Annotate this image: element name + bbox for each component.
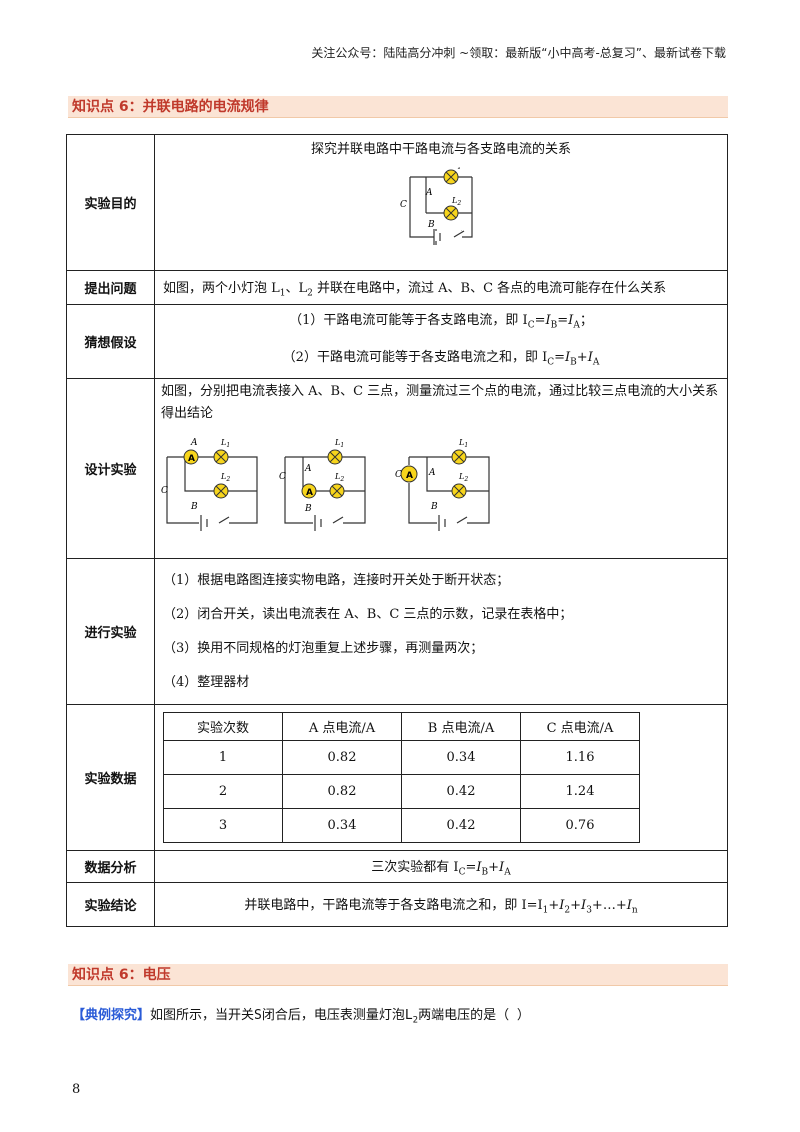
example-text-end: 两端电压的是（ ）: [418, 1008, 530, 1023]
label-point-b: B: [190, 502, 198, 512]
data-table: 实验次数 A 点电流/A B 点电流/A C 点电流/A 1 0.82 0.34…: [163, 712, 640, 843]
hypothesis-cell: （1）干路电流可能等于各支路电流，即 IC=IB=IA； （2）干路电流可能等于…: [154, 304, 728, 379]
section-title-voltage: 知识点 6：电压: [68, 964, 728, 986]
example-tag: 【典例探究】: [72, 1008, 151, 1023]
ammeter-icon: A: [188, 454, 195, 464]
label-l1: L1: [458, 438, 468, 449]
circuit-ammeter-at-a: A A L1 L2 B C: [161, 438, 258, 531]
row-label-question: 提出问题: [66, 270, 155, 305]
label-l2: L2: [451, 196, 461, 207]
label-point-a: A: [304, 464, 312, 474]
table-cell: 0.42: [401, 808, 521, 843]
table-cell: 3: [163, 808, 283, 843]
table-cell: 1.24: [520, 774, 640, 809]
table-cell: 1: [163, 740, 283, 775]
procedure-cell: （1）根据电路图连接实物电路，连接时开关处于断开状态； （2）闭合开关，读出电流…: [154, 558, 728, 705]
table-cell: 2: [163, 774, 283, 809]
circuit-ammeter-at-c: A A L1 L2 B C: [395, 438, 490, 531]
label-l2: L2: [334, 472, 344, 483]
data-cell: 实验次数 A 点电流/A B 点电流/A C 点电流/A 1 0.82 0.34…: [154, 704, 728, 851]
procedure-step: （1）根据电路图连接实物电路，连接时开关处于断开状态；: [163, 572, 510, 588]
table-cell: 0.34: [282, 808, 402, 843]
example-question: 【典例探究】如图所示，当开关S闭合后，电压表测量灯泡L2两端电压的是（ ）: [72, 1004, 530, 1026]
hypothesis-1: （1）干路电流可能等于各支路电流，即 IC=IB=IA；: [289, 312, 593, 331]
column-header: 实验次数: [163, 712, 283, 741]
label-point-a: A: [425, 188, 433, 198]
hypothesis-2: （2）干路电流可能等于各支路电流之和，即 IC=IB+IA: [282, 349, 600, 368]
ammeter-icon: A: [406, 471, 413, 481]
table-row: 2 0.82 0.42 1.24: [163, 774, 640, 809]
row-label-conclusion: 实验结论: [66, 882, 155, 927]
analysis-text: 三次实验都有 IC=IB+IA: [154, 850, 728, 883]
page-number: 8: [72, 1082, 81, 1097]
label-l2: L2: [458, 472, 468, 483]
label-point-b: B: [430, 502, 438, 512]
procedure-step: （3）换用不同规格的灯泡重复上述步骤，再测量两次；: [163, 640, 484, 656]
example-text: 如图所示，当开关S闭合后，电压表测量灯泡L: [150, 1008, 413, 1023]
label-l1: L1: [220, 438, 230, 449]
label-point-b: B: [304, 504, 312, 514]
question-text: 如图，两个小灯泡 L1、L2 并联在电路中，流过 A、B、C 各点的电流可能存在…: [154, 270, 728, 305]
label-point-c: C: [161, 486, 168, 496]
table-cell: 0.76: [520, 808, 640, 843]
label-point-c: C: [400, 200, 407, 210]
design-cell: 如图，分别把电流表接入 A、B、C 三点，测量流过三个点的电流，通过比较三点电流…: [154, 378, 728, 559]
procedure-step: （4）整理器材: [163, 674, 250, 690]
circuit-diagram-basic: L1 L2 A B C: [400, 160, 473, 245]
row-label-procedure: 进行实验: [66, 558, 155, 705]
conclusion-text: 并联电路中，干路电流等于各支路电流之和，即 I=I1+I2+I3+…+In: [154, 882, 728, 927]
table-cell: 0.34: [401, 740, 521, 775]
purpose-text: 探究并联电路中干路电流与各支路电流的关系: [310, 142, 571, 157]
label-point-a: A: [190, 438, 198, 448]
table-cell: 0.82: [282, 740, 402, 775]
label-l2: L2: [220, 472, 230, 483]
ammeter-icon: A: [306, 488, 313, 498]
section-title-current: 知识点 6：并联电路的电流规律: [68, 96, 728, 118]
label-point-a: A: [428, 468, 436, 478]
table-header-row: 实验次数 A 点电流/A B 点电流/A C 点电流/A: [163, 712, 640, 741]
example-sub: 2: [412, 1015, 419, 1026]
row-label-analysis: 数据分析: [66, 850, 155, 883]
label-point-c: C: [395, 470, 402, 480]
row-label-hypothesis: 猜想假设: [66, 304, 155, 379]
row-label-purpose: 实验目的: [66, 134, 155, 271]
label-point-b: B: [427, 220, 435, 230]
design-text: 如图，分别把电流表接入 A、B、C 三点，测量流过三个点的电流，通过比较三点电流…: [161, 384, 719, 421]
table-cell: 0.82: [282, 774, 402, 809]
label-l1: L1: [334, 438, 344, 449]
table-row: 3 0.34 0.42 0.76: [163, 808, 640, 843]
label-point-c: C: [279, 472, 286, 482]
circuit-diagrams-ammeters: A A L1 L2 B C: [161, 438, 490, 531]
column-header: B 点电流/A: [401, 712, 521, 741]
column-header: A 点电流/A: [282, 712, 402, 741]
row-label-data: 实验数据: [66, 704, 155, 851]
experiment-table: 实验目的 探究并联电路中干路电流与各支路电流的关系: [66, 134, 728, 927]
table-cell: 1.16: [520, 740, 640, 775]
column-header: C 点电流/A: [520, 712, 640, 741]
purpose-cell: 探究并联电路中干路电流与各支路电流的关系: [154, 134, 728, 271]
circuit-ammeter-at-b: A A L1 L2 B C: [279, 438, 366, 531]
table-cell: 0.42: [401, 774, 521, 809]
row-label-design: 设计实验: [66, 378, 155, 559]
header-note: 关注公众号：陆陆高分冲刺 ~领取：最新版“小中高考-总复习”、最新试卷下载: [311, 46, 726, 60]
procedure-step: （2）闭合开关，读出电流表在 A、B、C 三点的示数，记录在表格中；: [163, 606, 573, 622]
table-row: 1 0.82 0.34 1.16: [163, 740, 640, 775]
